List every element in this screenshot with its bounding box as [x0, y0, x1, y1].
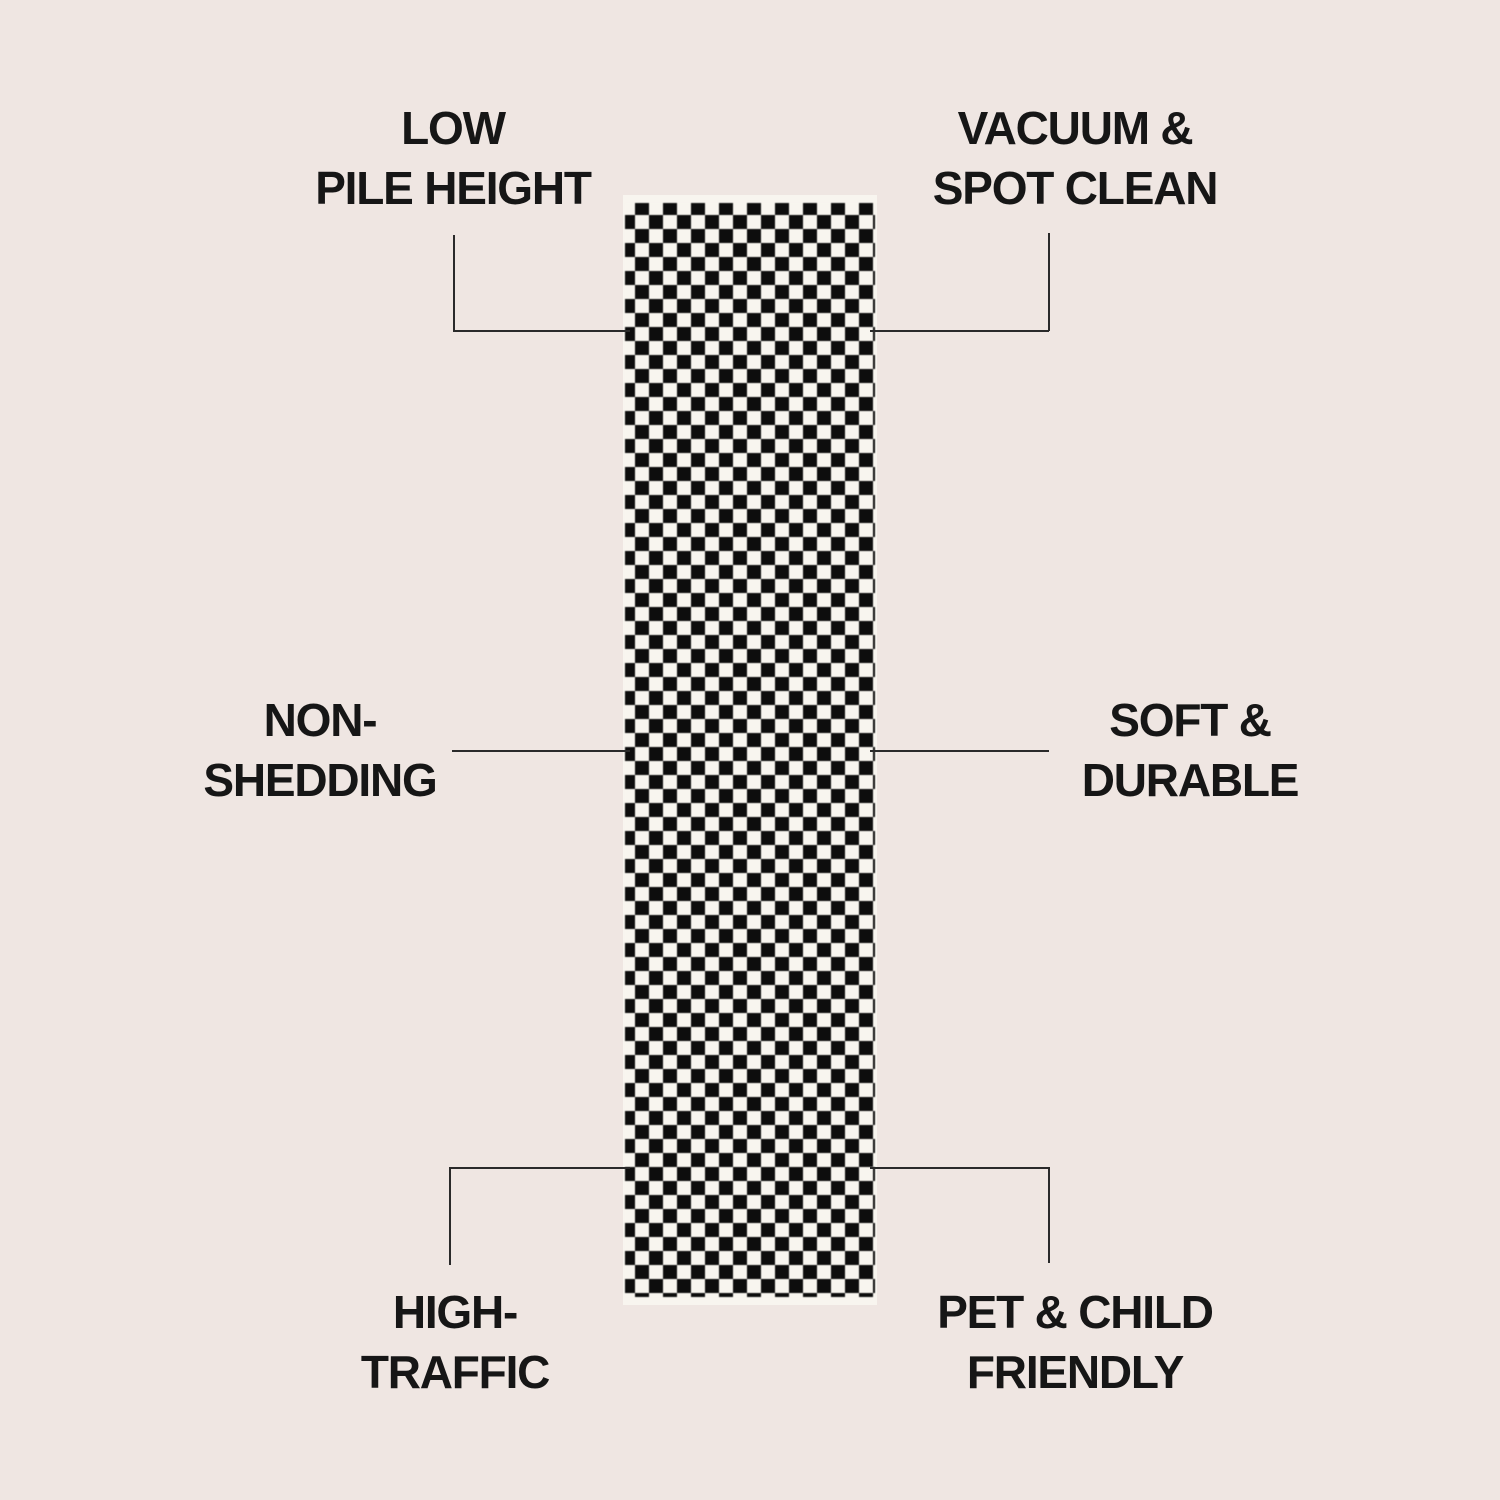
connector-line — [870, 750, 1049, 752]
checkered-runner-rug-image — [623, 195, 877, 1305]
feature-soft-durable: SOFT & DURABLE — [1081, 690, 1300, 810]
feature-label-line: TRAFFIC — [360, 1346, 551, 1398]
feature-label-line: NON- — [263, 694, 378, 746]
feature-label-line: SOFT & — [1109, 694, 1272, 746]
feature-label-line: HIGH- — [392, 1286, 519, 1338]
feature-label-line: FRIENDLY — [966, 1346, 1184, 1398]
connector-line — [452, 750, 630, 752]
connector-line — [870, 330, 1049, 332]
feature-vacuum-spot-clean: VACUUM & SPOT CLEAN — [932, 98, 1219, 218]
feature-high-traffic: HIGH- TRAFFIC — [360, 1282, 551, 1402]
feature-label-line: DURABLE — [1081, 754, 1300, 806]
connector-line — [1048, 1167, 1050, 1263]
feature-label-line: VACUUM & — [957, 102, 1194, 154]
feature-non-shedding: NON- SHEDDING — [203, 690, 437, 810]
feature-label-line: LOW — [401, 102, 506, 154]
connector-line — [449, 1167, 630, 1169]
connector-line — [449, 1167, 451, 1265]
feature-low-pile-height: LOW PILE HEIGHT — [315, 98, 592, 218]
checkerboard-pattern — [625, 203, 875, 1297]
feature-label-line: SPOT CLEAN — [932, 162, 1219, 214]
feature-label-line: PET & CHILD — [937, 1286, 1214, 1338]
connector-line — [1048, 233, 1050, 331]
feature-label-line: PILE HEIGHT — [315, 162, 592, 214]
connector-line — [453, 235, 455, 331]
connector-line — [453, 330, 630, 332]
feature-label-line: SHEDDING — [203, 754, 437, 806]
feature-pet-child-friendly: PET & CHILD FRIENDLY — [937, 1282, 1214, 1402]
connector-line — [870, 1167, 1049, 1169]
